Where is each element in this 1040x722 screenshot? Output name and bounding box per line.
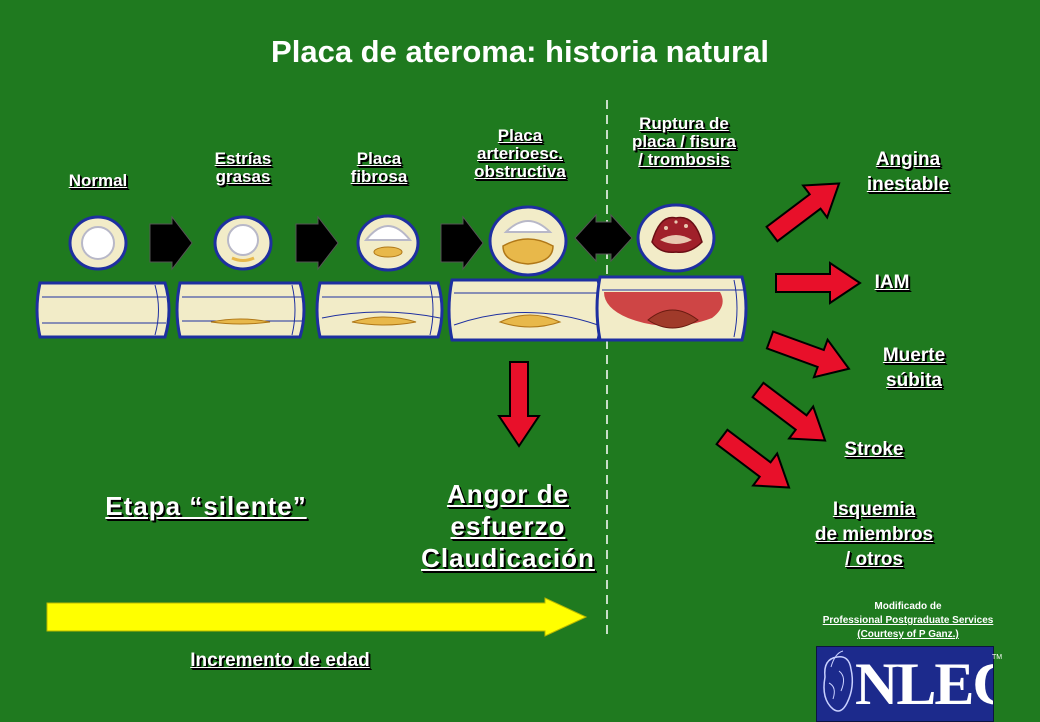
stage-label-line: Placa	[356, 149, 402, 168]
outcome-line: / otros	[844, 549, 904, 570]
cross-section-fibrosa	[356, 214, 420, 272]
effort-line: Claudicación	[421, 543, 595, 573]
vessel-fibrosa	[315, 281, 444, 339]
outcome-line: Isquemia	[832, 499, 916, 520]
stage-label-line: Ruptura de	[639, 114, 729, 133]
credit-line: Professional Postgraduate Services	[822, 615, 994, 626]
vessel-ruptura	[595, 275, 748, 342]
credit-note: Modificado de Professional Postgraduate …	[786, 600, 1030, 642]
outcome-line: inestable	[866, 174, 950, 195]
effort-line: Angor de	[446, 479, 570, 509]
outcome-angina: Angina inestable	[846, 147, 970, 197]
stage-label-estrias: Estrías grasas	[198, 150, 288, 186]
stage-label-line: Estrías	[214, 149, 272, 168]
stage-label-line: Normal	[68, 171, 128, 190]
stage-label-line: obstructiva	[474, 162, 566, 181]
stage-label-normal: Normal	[58, 172, 138, 190]
page-title: Placa de ateroma: historia natural	[271, 34, 769, 69]
stage-label-line: / trombosis	[638, 150, 730, 169]
outcome-stroke: Stroke	[844, 439, 904, 460]
outcome-line: Angina	[875, 149, 941, 170]
arrow-to-angor	[497, 361, 541, 448]
arrow-to-angina	[765, 182, 841, 243]
stage-label-line: grasas	[215, 167, 271, 186]
stage-label-line: Placa	[497, 126, 543, 145]
silent-phase-label: Etapa “silente”	[105, 491, 307, 521]
age-label: Incremento de edad	[190, 650, 370, 671]
stage-arrow-2	[295, 215, 339, 271]
nlec-logo-text: NLEC	[855, 651, 993, 717]
vessel-estrias	[175, 281, 306, 339]
cross-section-normal	[68, 215, 128, 271]
arrow-to-stroke	[751, 381, 827, 442]
stage-label-line: placa / fisura	[632, 132, 736, 151]
credit-line: (Courtesy of P Ganz.)	[857, 629, 959, 640]
outcome-line: Muerte	[882, 345, 946, 366]
arrow-to-isquemia	[715, 428, 791, 489]
arrow-to-muerte	[765, 330, 851, 379]
credit-line: Modificado de	[874, 601, 942, 612]
stage-label-ruptura: Ruptura de placa / fisura / trombosis	[610, 115, 758, 169]
outcome-line: súbita	[886, 370, 942, 391]
stage-label-fibrosa: Placa fibrosa	[336, 150, 422, 186]
cross-section-estrias	[213, 215, 273, 271]
trademark-mark: TM	[992, 654, 1003, 661]
stage-arrow-double	[574, 213, 633, 263]
age-arrow	[46, 597, 588, 637]
outcome-iam: IAM	[874, 272, 910, 293]
stage-arrow-1	[149, 215, 193, 271]
heart-icon	[823, 650, 854, 712]
effort-label: Angor de esfuerzo Claudicación	[396, 478, 620, 574]
vessel-obstructiva	[447, 278, 604, 342]
outcome-muerte: Muerte súbita	[862, 343, 966, 393]
nlec-logo: NLEC	[816, 646, 994, 722]
stage-label-line: arterioesc.	[477, 144, 563, 163]
arrow-to-iam	[775, 261, 862, 305]
outcome-isquemia: Isquemia de miembros / otros	[796, 497, 952, 572]
outcome-line: de miembros	[814, 524, 934, 545]
stage-label-line: fibrosa	[350, 167, 408, 186]
stage-label-obstructiva: Placa arterioesc. obstructiva	[455, 127, 585, 181]
stage-arrow-3	[440, 215, 484, 271]
cross-section-ruptura	[636, 203, 716, 273]
effort-line: esfuerzo	[450, 511, 566, 541]
cross-section-obstructiva	[488, 205, 568, 277]
vessel-normal	[35, 281, 171, 339]
